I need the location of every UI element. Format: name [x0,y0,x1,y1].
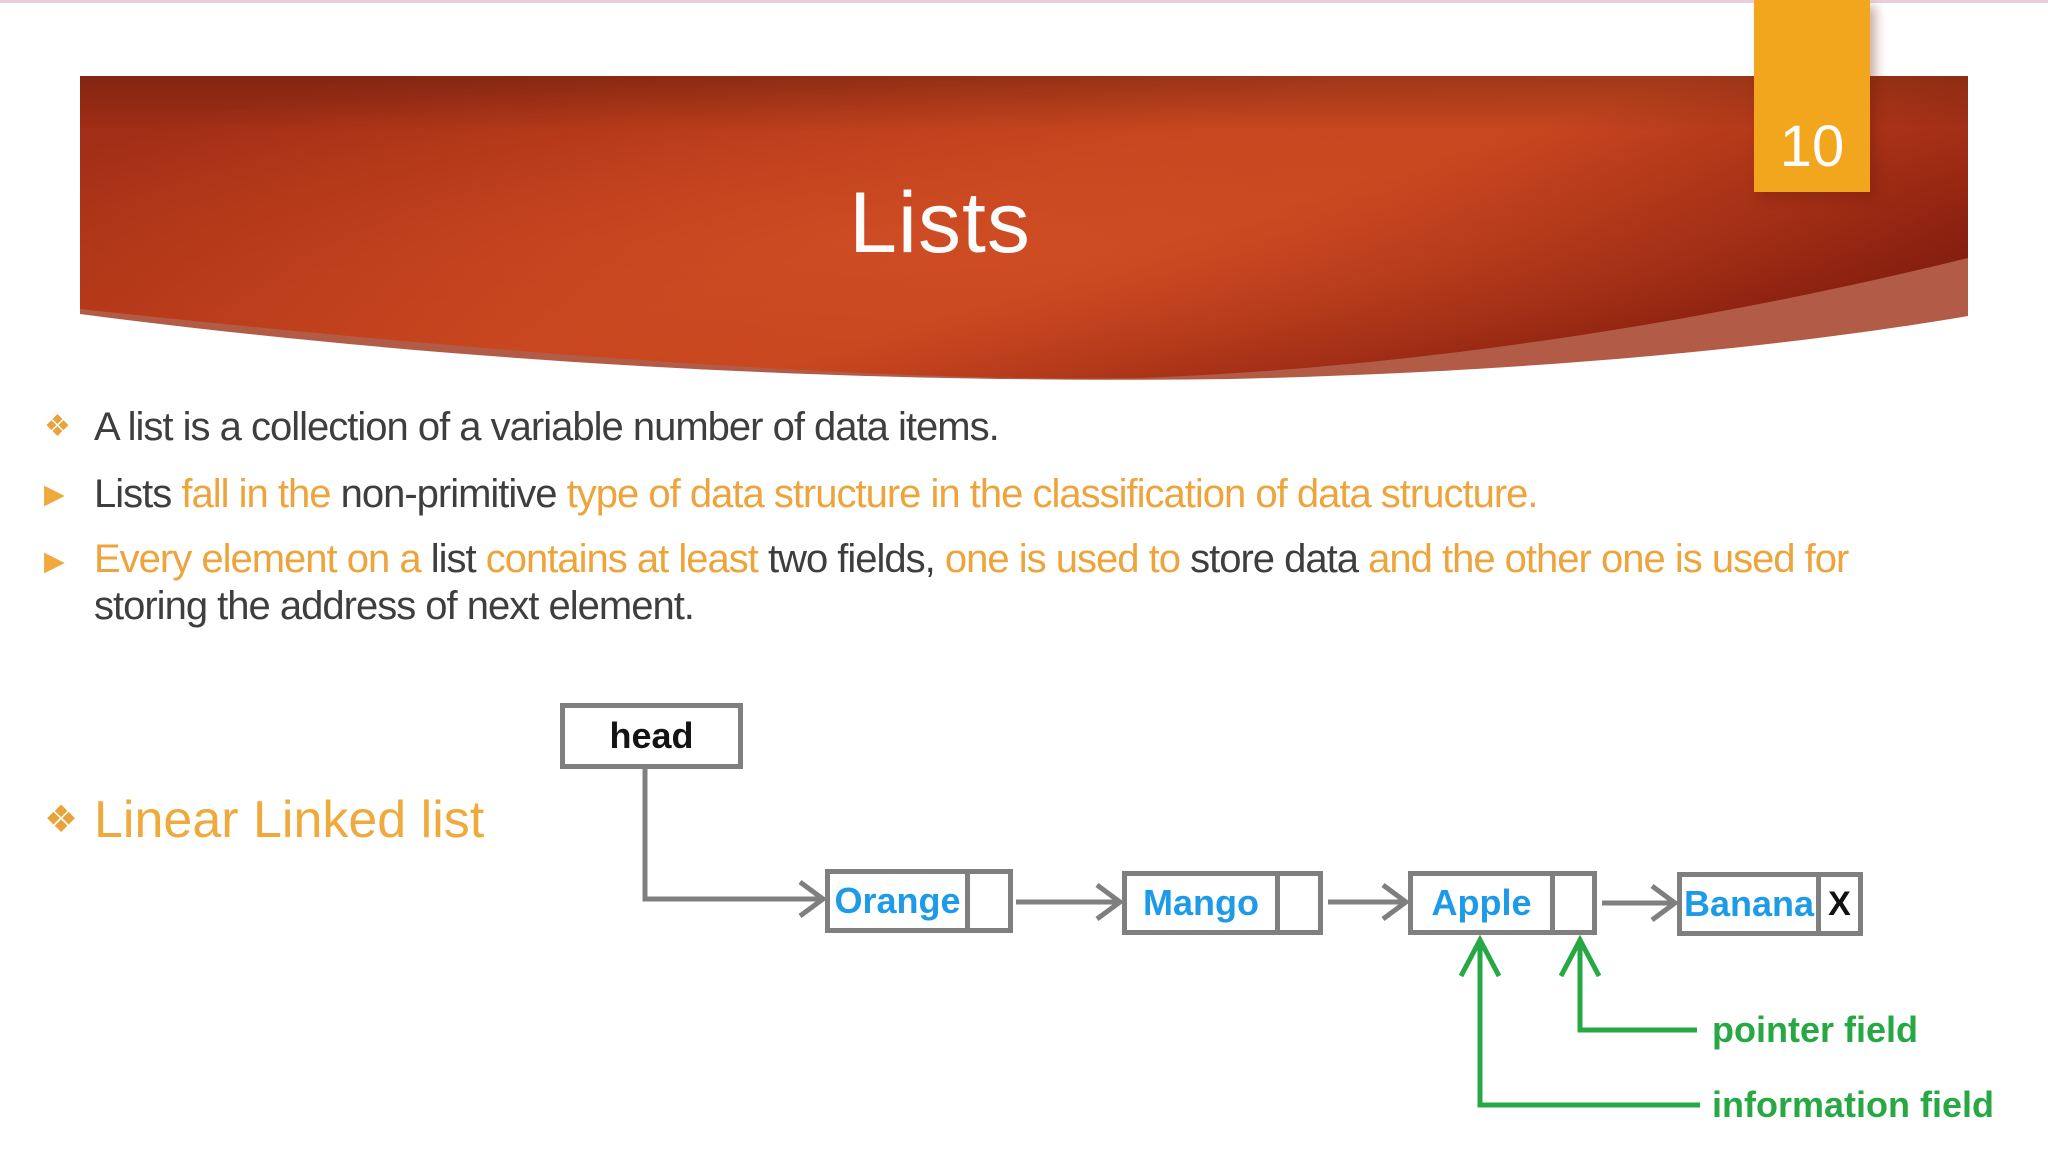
up-arrowhead-icon [1558,934,1602,978]
bullet-row: ▶ Every element on a list contains at lea… [44,536,1984,630]
bullet-list: ❖ A list is a collection of a variable nu… [44,402,1984,647]
null-marker: X [1828,884,1851,923]
node-info-cell: Orange [830,874,970,928]
node-pointer-cell [1555,876,1592,930]
information-field-callout-line [1477,942,1700,1108]
page-title: Lists [849,175,1031,271]
node-mango: Mango [1122,871,1323,935]
node-info-cell: Banana [1682,877,1821,931]
head-label: head [609,715,694,756]
node-label: Banana [1683,883,1815,924]
arrowhead-icon [1650,883,1680,923]
head-to-orange-connector [642,769,821,902]
diamond-bullet-icon: ❖ [44,799,79,841]
up-arrowhead-icon [1458,934,1502,978]
bullet-text: A list is a collection of a variable num… [94,405,1000,449]
triangle-bullet-icon: ▶ [44,546,65,576]
arrowhead-icon [1095,882,1125,922]
node-label: Mango [1143,882,1259,923]
page-number: 10 [1779,114,1845,179]
page-number-tab: 10 [1754,0,1870,192]
node-pointer-cell [1280,876,1318,930]
node-label: Apple [1431,882,1532,923]
arrowhead-icon [1381,882,1411,922]
node-info-cell: Apple [1413,876,1555,930]
node-info-cell: Mango [1127,876,1280,930]
top-accent-line [0,0,2048,3]
heading-text: Linear Linked list [94,791,485,849]
node-orange: Orange [825,869,1013,933]
information-field-label: information field [1712,1084,1994,1125]
bullet-text: Lists fall in the non-primitive type of … [94,472,1539,516]
pointer-field-label: pointer field [1712,1009,1918,1050]
node-label: Orange [834,880,961,921]
head-box: head [560,703,743,769]
node-banana: Banana X [1677,872,1863,936]
bullet-text: Every element on a list contains at leas… [94,537,1849,628]
node-apple: Apple [1408,871,1597,935]
pointer-field-callout-line [1577,942,1697,1033]
triangle-bullet-icon: ▶ [44,479,65,509]
diamond-bullet-icon: ❖ [44,410,71,443]
node-pointer-cell: X [1821,877,1858,931]
bullet-row: ❖ A list is a collection of a variable nu… [44,402,1984,452]
heading-linear-linked-list: ❖ Linear Linked list [44,788,484,852]
arrowhead-icon [798,879,828,919]
node-pointer-cell [970,874,1008,928]
banner-background [80,76,1968,380]
bullet-row: ▶ Lists fall in the non-primitive type of… [44,469,1984,519]
